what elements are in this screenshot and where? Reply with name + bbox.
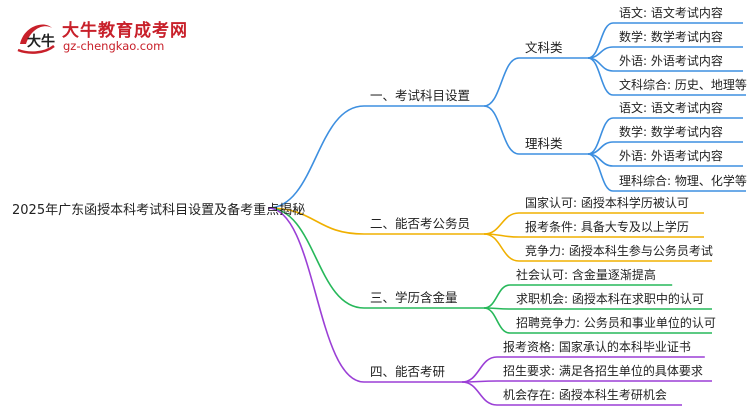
- connector-line: [483, 105, 520, 155]
- leaf-item: 语文: 语文考试内容: [619, 5, 723, 20]
- leaf-item: 外语: 外语考试内容: [619, 53, 723, 68]
- leaf-item: 国家认可: 函授本科学历被认可: [525, 195, 689, 210]
- connector-line: [267, 207, 365, 309]
- connector-line: [267, 105, 365, 209]
- root-topic: 2025年广东函授本科考试科目设置及备考重点揭秘: [12, 202, 305, 218]
- leaf-item: 数学: 数学考试内容: [619, 124, 723, 139]
- leaf-item: 竞争力: 函授本科生参与公务员考试: [525, 243, 713, 258]
- leaf-item: 报考资格: 国家承认的本科毕业证书: [503, 339, 691, 354]
- connector-line: [587, 153, 614, 192]
- connector-line: [461, 356, 498, 383]
- connector-line: [587, 57, 614, 96]
- branch-4-title: 四、能否考研: [370, 364, 445, 379]
- leaf-item: 招生要求: 满足各招生单位的具体要求: [503, 363, 703, 378]
- leaf-item: 数学: 数学考试内容: [619, 29, 723, 44]
- connector-line: [483, 307, 511, 334]
- branch-1-title: 一、考试科目设置: [370, 88, 470, 103]
- leaf-item: 理科综合: 物理、化学等: [619, 173, 747, 188]
- brand-logo: 大牛 大牛教育成考网 gz-chengkao.com: [14, 14, 187, 60]
- connector-line: [483, 233, 520, 262]
- leaf-item: 外语: 外语考试内容: [619, 148, 723, 163]
- branch-3-title: 三、学历含金量: [370, 290, 458, 305]
- connector-line: [461, 381, 498, 406]
- leaf-item: 文科综合: 历史、地理等: [619, 77, 747, 92]
- connector-line: [267, 207, 365, 383]
- connector-line: [483, 212, 520, 235]
- brand-logo-char: 大牛: [27, 33, 55, 50]
- mind-map-edges: [267, 22, 746, 406]
- brand-logo-mark: 大牛: [17, 24, 55, 54]
- leaf-item: 招聘竞争力: 公务员和事业单位的认可: [516, 315, 716, 330]
- leaf-item: 求职机会: 函授本科在求职中的认可: [516, 291, 704, 306]
- leaf-item: 报考条件: 具备大专及以上学历: [525, 219, 689, 234]
- brand-name: 大牛教育成考网: [62, 21, 188, 41]
- subject-group-1: 文科类: [525, 40, 563, 55]
- connector-line: [483, 57, 520, 107]
- leaf-item: 语文: 语文考试内容: [619, 100, 723, 115]
- leaf-item: 机会存在: 函授本科生考研机会: [503, 387, 667, 402]
- connector-line: [483, 284, 511, 309]
- leaf-item: 社会认可: 含金量逐渐提高: [516, 267, 656, 282]
- connector-line: [267, 207, 365, 235]
- brand-url: gz-chengkao.com: [63, 39, 165, 53]
- subject-group-2: 理科类: [525, 136, 563, 151]
- branch-2-title: 二、能否考公务员: [370, 216, 470, 231]
